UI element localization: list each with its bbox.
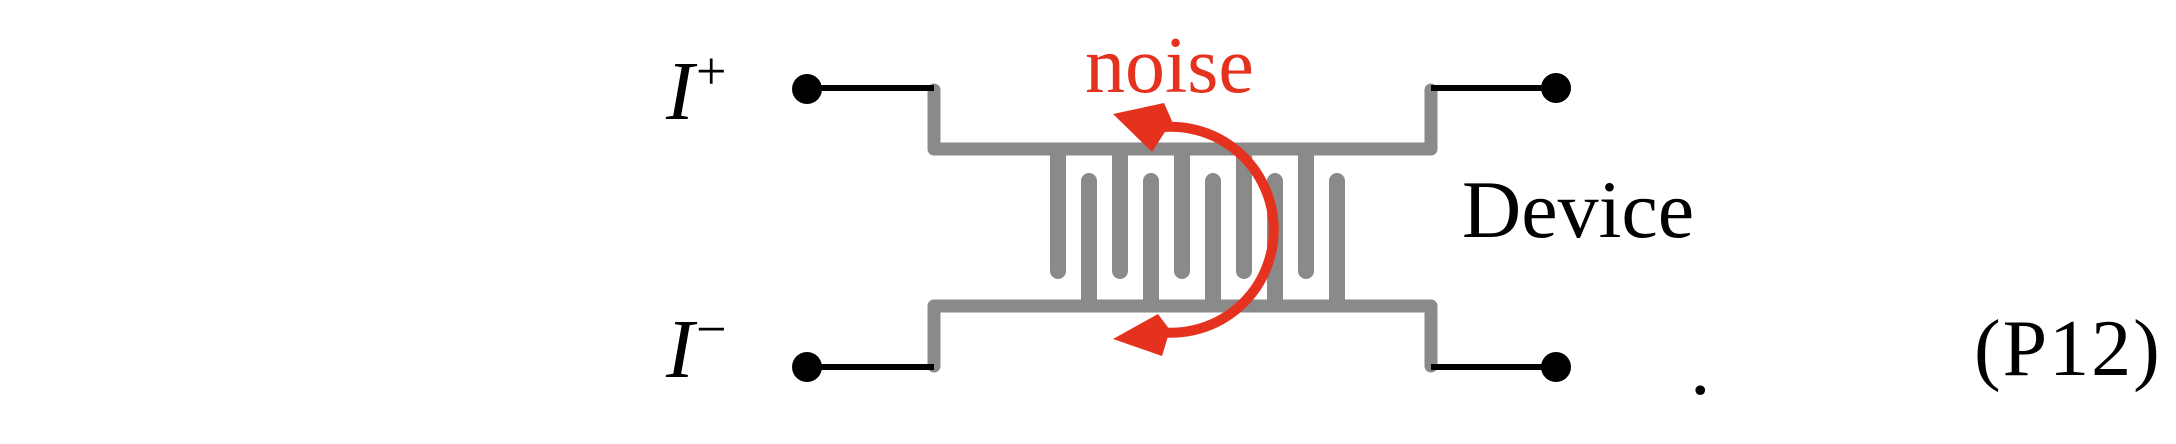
current-sign-plus: + [695,41,727,101]
bottom-electrode-bus [927,299,1438,373]
current-sign-minus: − [695,299,727,359]
terminal-label-i-minus: I− [666,302,726,392]
terminal-dot-icon [792,74,822,104]
terminal-label-i-plus: I+ [666,44,726,134]
current-symbol: I [666,45,694,138]
period-mark: . [1690,321,1711,412]
top-electrode-fingers [1050,144,1314,279]
terminal-dots [792,73,1571,382]
noise-label: noise [1085,22,1254,110]
lead-wires [807,85,1556,370]
device-label: Device [1462,164,1695,255]
noise-arrowhead-top-icon [1113,103,1172,152]
noise-arrow-arc [1150,121,1279,338]
bottom-electrode-fingers [1081,173,1345,311]
current-symbol: I [666,303,694,396]
terminal-dot-icon [1541,352,1571,382]
terminal-dot-icon [1541,73,1571,103]
equation-number: (P12) [1974,305,2162,393]
electrodes [927,83,1438,373]
noise-arrowhead-bottom-icon [1113,314,1170,356]
noise-arrowheads [1113,103,1172,356]
terminal-dot-icon [792,352,822,382]
noise-arrow [1113,103,1279,356]
